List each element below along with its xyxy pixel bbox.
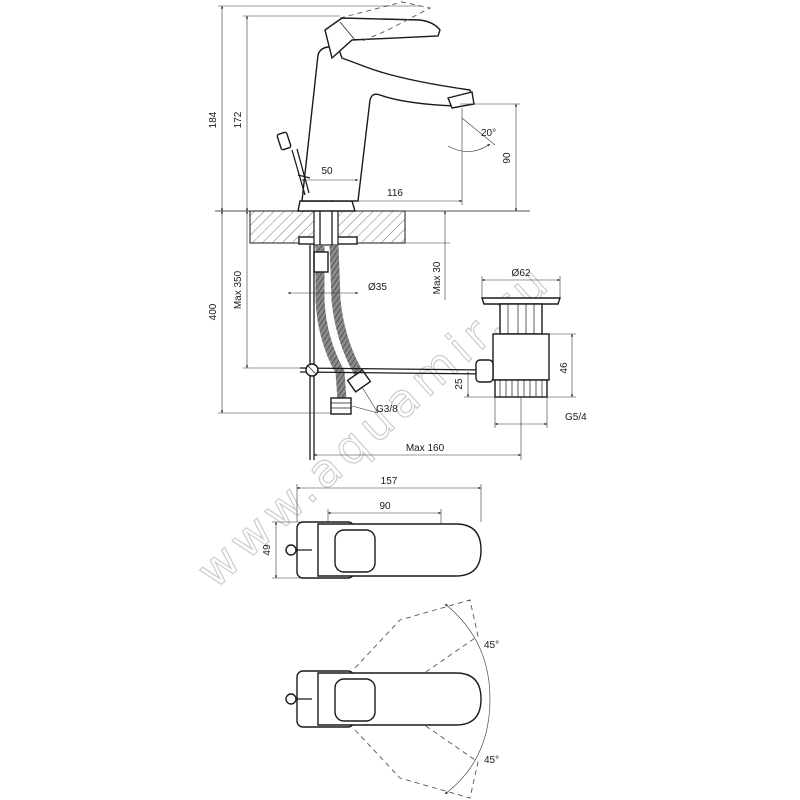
plan-view-rotation: 45° 45° [285, 599, 499, 799]
dim-hose-thread: G3/8 [376, 404, 398, 415]
hose-nut-right [346, 369, 372, 393]
dim-spout-projection: 116 [387, 188, 403, 199]
dim-angle-top: 45° [484, 640, 499, 651]
lever-rotated-outline [339, 1, 432, 43]
flex-hose-left [315, 245, 347, 401]
faucet-side-view [215, 1, 530, 460]
dim-outlet-height: 90 [502, 152, 513, 164]
faucet-body [301, 46, 473, 202]
dim-height-spout: 172 [233, 111, 244, 128]
dim-angle-bottom: 45° [484, 755, 499, 766]
dim-plan-lever-length: 90 [379, 501, 391, 512]
dim-max-deck: Max 30 [432, 261, 443, 294]
side-dimensions: 184 172 50 116 90 20° Max 30 Max 350 400 [208, 5, 520, 415]
dim-plan-width: 49 [262, 544, 273, 556]
waste-flange [481, 297, 561, 305]
drain-linkage-rod [299, 367, 487, 371]
waste-pivot-housing [475, 359, 494, 383]
faucet-base [297, 200, 356, 212]
dim-waste-thread: G5/4 [565, 412, 587, 423]
waste-threaded-tail [494, 379, 548, 398]
lever-arc-bottom [354, 721, 479, 799]
waste-plug [499, 303, 543, 335]
plan-view-top: 157 90 49 [262, 476, 482, 579]
flex-hose-right [329, 244, 365, 383]
dim-height-total: 184 [208, 111, 219, 128]
plan-popup-knob-top [285, 544, 297, 556]
waste-body [492, 333, 550, 381]
dim-rod-reach: Max 160 [406, 443, 445, 454]
popup-waste [475, 297, 561, 398]
hose-fitting-top [313, 251, 329, 273]
dim-lever-offset: 50 [321, 166, 333, 177]
waste-dimensions: Ø62 46 25 G5/4 Max 160 [313, 268, 587, 460]
plan-lever-pad-top [334, 529, 376, 573]
plan-lever-pad-bottom [334, 678, 376, 722]
dim-drain-rod: 400 [208, 303, 219, 320]
plan-popup-knob-bottom [285, 693, 297, 705]
lever-arc-top [354, 599, 479, 677]
hose-nut-left [330, 397, 352, 415]
dim-hole-diameter: Ø35 [368, 282, 387, 293]
dim-outlet-height-waste: 25 [454, 378, 465, 390]
lever-handle [324, 17, 441, 60]
popup-rod-knob [276, 131, 311, 196]
dim-max-hose: Max 350 [233, 270, 244, 309]
dim-plan-length: 157 [381, 476, 398, 487]
dim-waste-height: 46 [559, 362, 570, 374]
dim-spout-angle: 20° [481, 128, 496, 139]
dim-waste-diameter: Ø62 [512, 268, 531, 279]
